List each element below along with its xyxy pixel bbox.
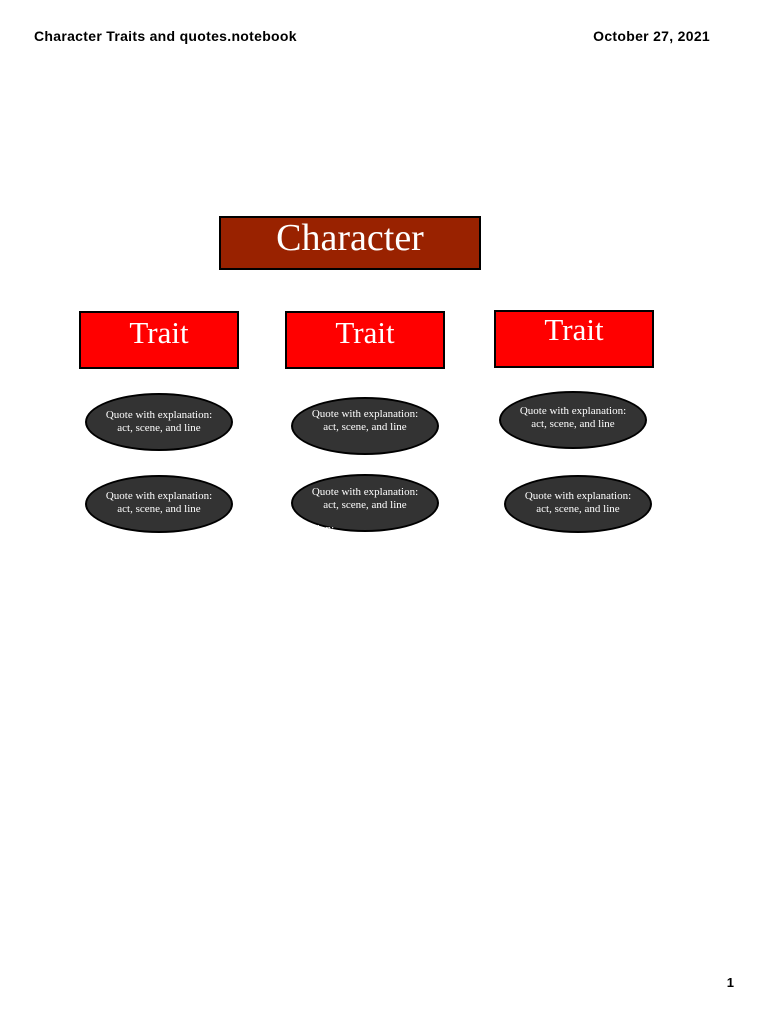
- page-number: 1: [726, 975, 734, 990]
- quote-sublabel: act, scene, and line: [117, 422, 201, 434]
- quote-label: Quote with explanation:: [524, 490, 632, 502]
- quote-sublabel: act, scene, and line: [531, 418, 615, 430]
- trait-box-2[interactable]: Trait: [285, 311, 445, 369]
- quote-oval-2-2[interactable]: Quote with explanation: act, scene, and …: [291, 474, 439, 532]
- quote-oval-3-1[interactable]: Quote with explanation: act, scene, and …: [499, 391, 647, 449]
- character-box[interactable]: Character: [219, 216, 481, 270]
- trait-box-1[interactable]: Trait: [79, 311, 239, 369]
- quote-label: Quote with explanation:: [105, 490, 213, 502]
- quote-label: Quote with explanation:: [311, 408, 419, 420]
- quote-sublabel: act, scene, and line: [117, 503, 201, 515]
- quote-oval-2-1[interactable]: Quote with explanation: act, scene, and …: [291, 397, 439, 455]
- quote-label: Quote with explanation:: [105, 409, 213, 421]
- quote-sublabel: act, scene, and line: [323, 421, 407, 433]
- quote-oval-1-1[interactable]: Quote with explanation: act, scene, and …: [85, 393, 233, 451]
- quote-label: Quote with explanation:: [311, 486, 419, 498]
- quote-sublabel: act, scene, and line: [323, 499, 407, 511]
- quote-oval-1-2[interactable]: Quote with explanation: act, scene, and …: [85, 475, 233, 533]
- document-title: Character Traits and quotes.notebook: [34, 28, 297, 44]
- trait-box-3[interactable]: Trait: [494, 310, 654, 368]
- document-date: October 27, 2021: [593, 28, 710, 44]
- quote-label: Quote with explanation:: [519, 405, 627, 417]
- stray-text: tion:: [314, 523, 335, 529]
- quote-sublabel: act, scene, and line: [536, 503, 620, 515]
- quote-oval-3-2[interactable]: Quote with explanation: act, scene, and …: [504, 475, 652, 533]
